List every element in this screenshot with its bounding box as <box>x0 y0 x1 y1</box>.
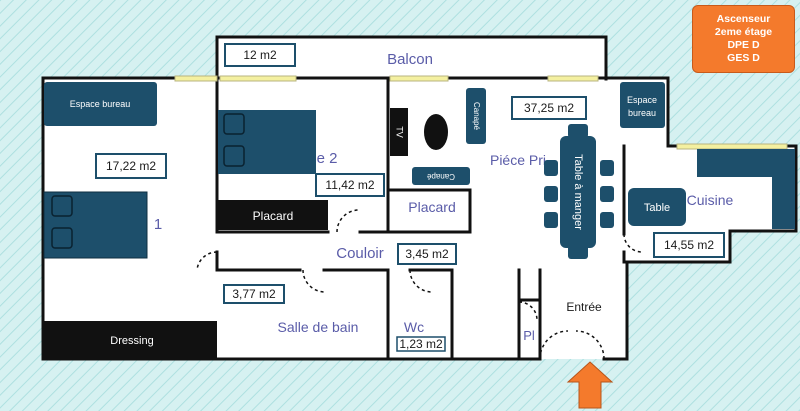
salle-de-bain-area-box <box>223 284 285 304</box>
dressing <box>44 321 217 358</box>
kitchen-counter <box>697 149 795 229</box>
dining-chairs <box>544 124 614 259</box>
espace-bureau-label-2b: bureau <box>628 108 656 118</box>
bed-chambre2 <box>218 110 316 174</box>
pillow-icon <box>51 227 73 249</box>
balcon-area-box <box>224 43 296 67</box>
dressing-label: Dressing <box>110 335 153 347</box>
wc-area-box <box>396 336 446 352</box>
pl-label: Pl <box>523 328 535 343</box>
badge-line-ges: GES D <box>727 52 760 64</box>
piece-principale-area-box <box>511 96 587 120</box>
info-badge: Ascenseur 2eme étage DPE D GES D <box>692 5 795 73</box>
salle-de-bain-area-label: 3,77 m2 <box>232 287 276 301</box>
balcon-label: Balcon <box>387 51 433 68</box>
wc-label: Wc <box>404 319 424 335</box>
canape-vertical <box>466 88 486 144</box>
chambre2-area-label: 11,42 m2 <box>325 178 374 192</box>
espace-bureau-desk-2 <box>620 82 665 128</box>
badge-line-dpe: DPE D <box>727 39 760 51</box>
cuisine-area-box <box>653 232 725 258</box>
piece-principale-label: Piéce Pri <box>490 152 546 168</box>
canape-horizontal <box>412 167 470 185</box>
placard-label: Placard <box>253 209 294 223</box>
couloir-label: Couloir <box>336 245 384 262</box>
salle-de-bain-label: Salle de bain <box>278 319 359 335</box>
tv <box>390 108 408 156</box>
tv-label: TV <box>395 126 405 138</box>
canape-label-2: Canapé <box>426 172 455 181</box>
canape-label: Canapé <box>472 102 481 131</box>
espace-bureau-label: Espace bureau <box>70 99 131 109</box>
placard-chambre2 <box>218 200 328 230</box>
espace-bureau-label-2a: Espace <box>627 95 657 105</box>
pillow-icon <box>51 195 73 217</box>
couloir-area-box <box>397 243 457 265</box>
balcon-area-label: 12 m2 <box>243 48 277 62</box>
pillow-icon <box>223 113 245 135</box>
kitchen-table-label: Table <box>644 202 670 214</box>
entree-label: Entrée <box>566 300 602 314</box>
dining-table-label: Table à manger <box>572 154 584 230</box>
cuisine-label: Cuisine <box>687 192 734 208</box>
badge-line-elevator: Ascenseur <box>716 13 771 25</box>
cuisine-area-label: 14,55 m2 <box>664 238 714 252</box>
chambre2-label: e 2 <box>317 150 338 167</box>
chambre1-area-box <box>95 153 167 179</box>
placard-living-label: Placard <box>408 199 455 215</box>
dining-table <box>560 136 596 248</box>
coffee-table <box>424 114 448 150</box>
doors <box>196 209 643 360</box>
chambre1-area-label: 17,22 m2 <box>106 159 156 173</box>
badge-line-floor: 2eme étage <box>714 26 773 38</box>
entrance-arrow-icon <box>566 361 614 409</box>
espace-bureau-desk <box>44 82 157 126</box>
kitchen-table <box>628 188 686 226</box>
windows <box>174 75 788 150</box>
bed-chambre1 <box>43 191 148 259</box>
piece-principale-area-label: 37,25 m2 <box>524 101 574 115</box>
chambre1-label: 1 <box>154 216 162 233</box>
couloir-area-label: 3,45 m2 <box>405 247 449 261</box>
pillow-icon <box>223 145 245 167</box>
chambre2-area-box <box>315 173 385 197</box>
wc-area-label: 1,23 m2 <box>399 337 443 351</box>
